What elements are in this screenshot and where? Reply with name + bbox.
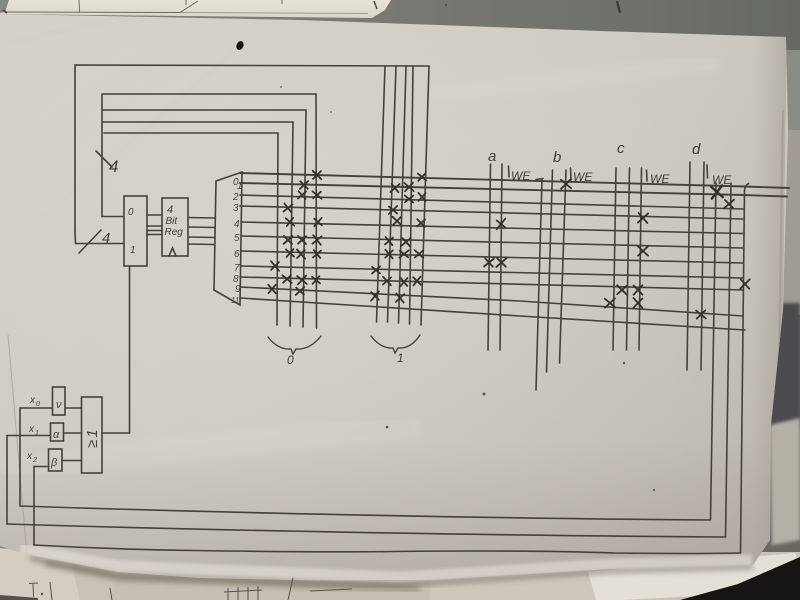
svg-text:d: d bbox=[692, 141, 701, 158]
svg-text:8: 8 bbox=[233, 274, 239, 285]
svg-text:3: 3 bbox=[233, 203, 239, 214]
svg-text:2: 2 bbox=[232, 192, 239, 203]
svg-text:≥1: ≥1 bbox=[84, 427, 101, 448]
svg-text:Bit: Bit bbox=[166, 216, 179, 227]
svg-text:4: 4 bbox=[109, 157, 118, 176]
svg-text:1: 1 bbox=[397, 351, 404, 365]
svg-text:ν: ν bbox=[56, 399, 62, 411]
svg-text:4: 4 bbox=[102, 230, 110, 247]
svg-text:6: 6 bbox=[234, 249, 240, 260]
svg-text:WE: WE bbox=[712, 173, 732, 187]
svg-text:Reg: Reg bbox=[165, 227, 184, 238]
svg-text:WE: WE bbox=[573, 170, 593, 184]
svg-text:c: c bbox=[617, 140, 625, 157]
svg-text:4: 4 bbox=[234, 219, 240, 230]
svg-text:11: 11 bbox=[231, 296, 239, 305]
svg-text:1: 1 bbox=[237, 181, 243, 192]
svg-text:b: b bbox=[553, 149, 561, 166]
svg-text:x: x bbox=[28, 424, 35, 435]
svg-text:1: 1 bbox=[35, 430, 39, 437]
svg-text:WE: WE bbox=[650, 172, 670, 186]
svg-text:α: α bbox=[53, 429, 60, 441]
svg-text:a: a bbox=[488, 148, 496, 165]
svg-text:5: 5 bbox=[234, 233, 240, 244]
svg-text:0: 0 bbox=[36, 401, 40, 408]
svg-text:β: β bbox=[50, 457, 58, 469]
svg-text:1: 1 bbox=[130, 245, 136, 256]
svg-text:WE: WE bbox=[511, 169, 531, 183]
svg-text:0: 0 bbox=[287, 353, 294, 367]
svg-text:2: 2 bbox=[32, 457, 37, 464]
svg-text:7: 7 bbox=[234, 263, 240, 274]
svg-text:x: x bbox=[29, 395, 36, 406]
svg-text:0: 0 bbox=[233, 177, 239, 188]
svg-text:x: x bbox=[26, 451, 33, 462]
svg-text:4: 4 bbox=[167, 204, 173, 216]
svg-text:9: 9 bbox=[235, 284, 241, 295]
svg-text:0: 0 bbox=[128, 207, 134, 218]
